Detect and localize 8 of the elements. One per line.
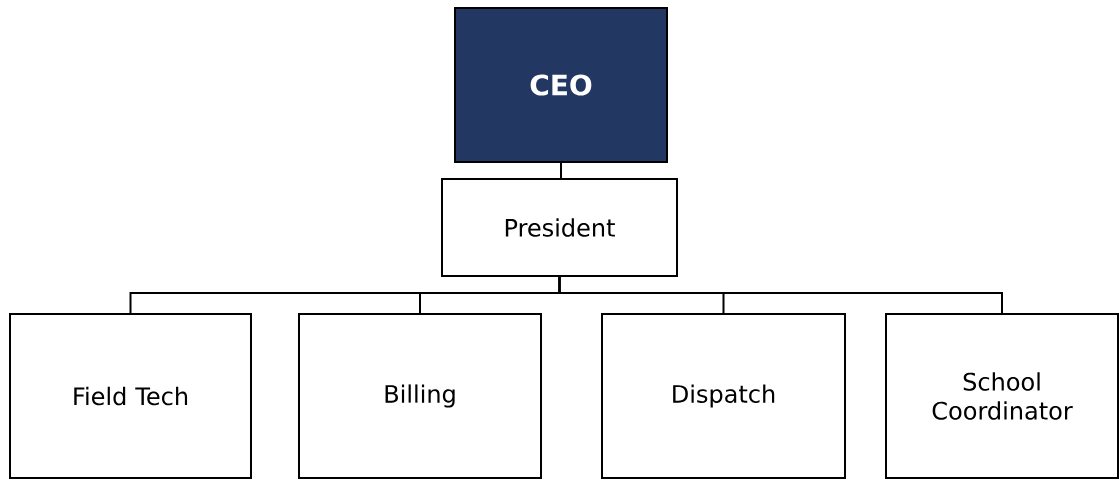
org-box: CEO bbox=[454, 7, 668, 163]
org-box: Field Tech bbox=[9, 313, 252, 479]
org-box: School Coordinator bbox=[885, 313, 1119, 479]
connector-line bbox=[558, 162, 562, 180]
org-box: President bbox=[441, 178, 678, 277]
org-box: Dispatch bbox=[601, 313, 846, 479]
connector-line bbox=[558, 276, 1003, 314]
org-box: Billing bbox=[298, 313, 542, 479]
